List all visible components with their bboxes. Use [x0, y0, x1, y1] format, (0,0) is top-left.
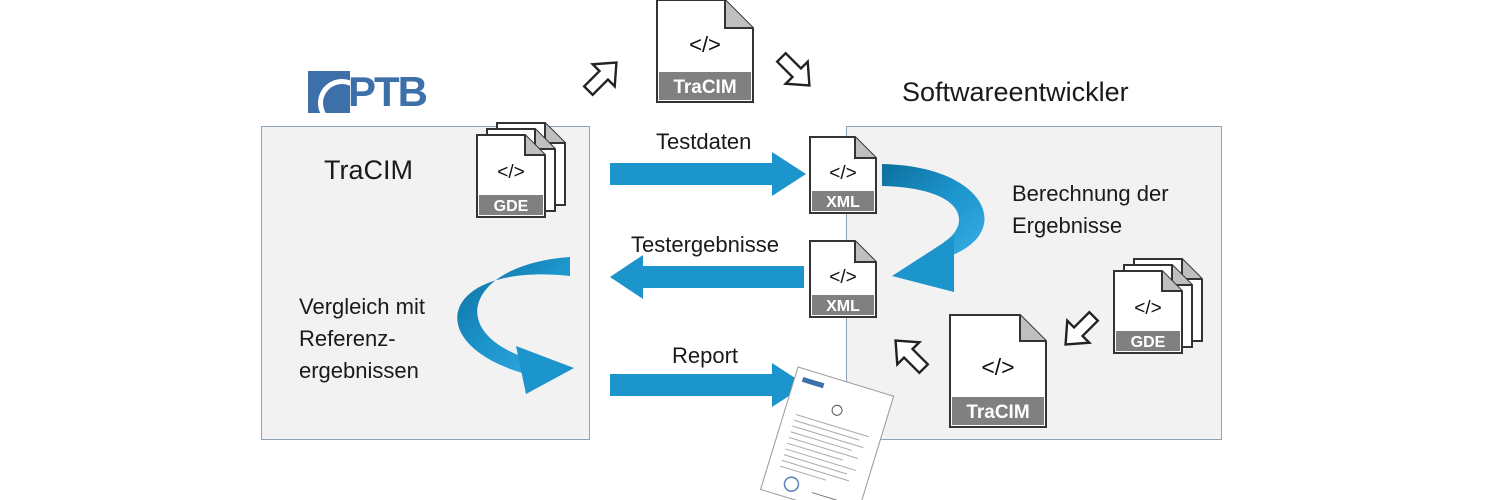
report-arrow — [610, 363, 806, 407]
xml-document-upper: </> XML — [809, 136, 877, 214]
compare-line-2: Referenz- — [299, 326, 396, 351]
compare-reference-label: Vergleich mit Referenz- ergebnissen — [299, 291, 425, 387]
xml-lower-code-glyph: </> — [829, 267, 856, 288]
ptb-logo-mark — [308, 71, 350, 113]
gde-document-stack-left: </> GDE — [476, 122, 566, 218]
xml-document-lower: </> XML — [809, 240, 877, 318]
outline-arrow-down-right — [775, 51, 811, 87]
tracim-bottom-code-glyph: </> — [981, 354, 1014, 380]
tracim-document-top: </> TraCIM — [656, 0, 754, 103]
tracim-top-code-glyph: </> — [689, 32, 721, 57]
compare-line-1: Vergleich mit — [299, 294, 425, 319]
gde-document-stack-right: </> GDE — [1113, 258, 1203, 354]
testdaten-label: Testdaten — [656, 129, 752, 154]
testergebnisse-label: Testergebnisse — [631, 232, 779, 257]
gde-right-label: GDE — [1131, 334, 1166, 351]
xml-upper-code-glyph: </> — [829, 163, 856, 184]
gde-left-label: GDE — [494, 198, 529, 215]
tracim-top-label: TraCIM — [673, 77, 736, 98]
compute-line-2: Ergebnisse — [1012, 213, 1123, 238]
report-certificate-page — [759, 366, 895, 500]
tracim-document-bottom: </> TraCIM — [949, 314, 1047, 428]
outline-arrow-up-right — [582, 61, 618, 97]
ptb-logo: PTB — [308, 68, 428, 115]
compute-results-label: Berechnung der Ergebnisse — [1012, 178, 1169, 242]
compute-curved-arrow — [882, 164, 985, 292]
compare-curved-arrow — [457, 257, 574, 394]
outline-arrow-down-left — [1064, 310, 1100, 346]
outline-arrow-up-left — [894, 339, 930, 375]
report-label: Report — [672, 343, 739, 368]
tracim-bottom-label: TraCIM — [966, 402, 1029, 423]
xml-upper-label: XML — [826, 194, 860, 211]
right-panel-title: Softwareentwickler — [902, 77, 1129, 107]
gde-left-code-glyph: </> — [497, 162, 524, 183]
gde-right-code-glyph: </> — [1134, 298, 1161, 319]
ptb-logo-text: PTB — [348, 68, 428, 115]
testergebnisse-arrow — [610, 255, 804, 299]
left-panel-title: TraCIM — [324, 155, 413, 185]
xml-lower-label: XML — [826, 298, 860, 315]
compare-line-3: ergebnissen — [299, 358, 419, 383]
testdaten-arrow — [610, 152, 806, 196]
compute-line-1: Berechnung der — [1012, 181, 1169, 206]
